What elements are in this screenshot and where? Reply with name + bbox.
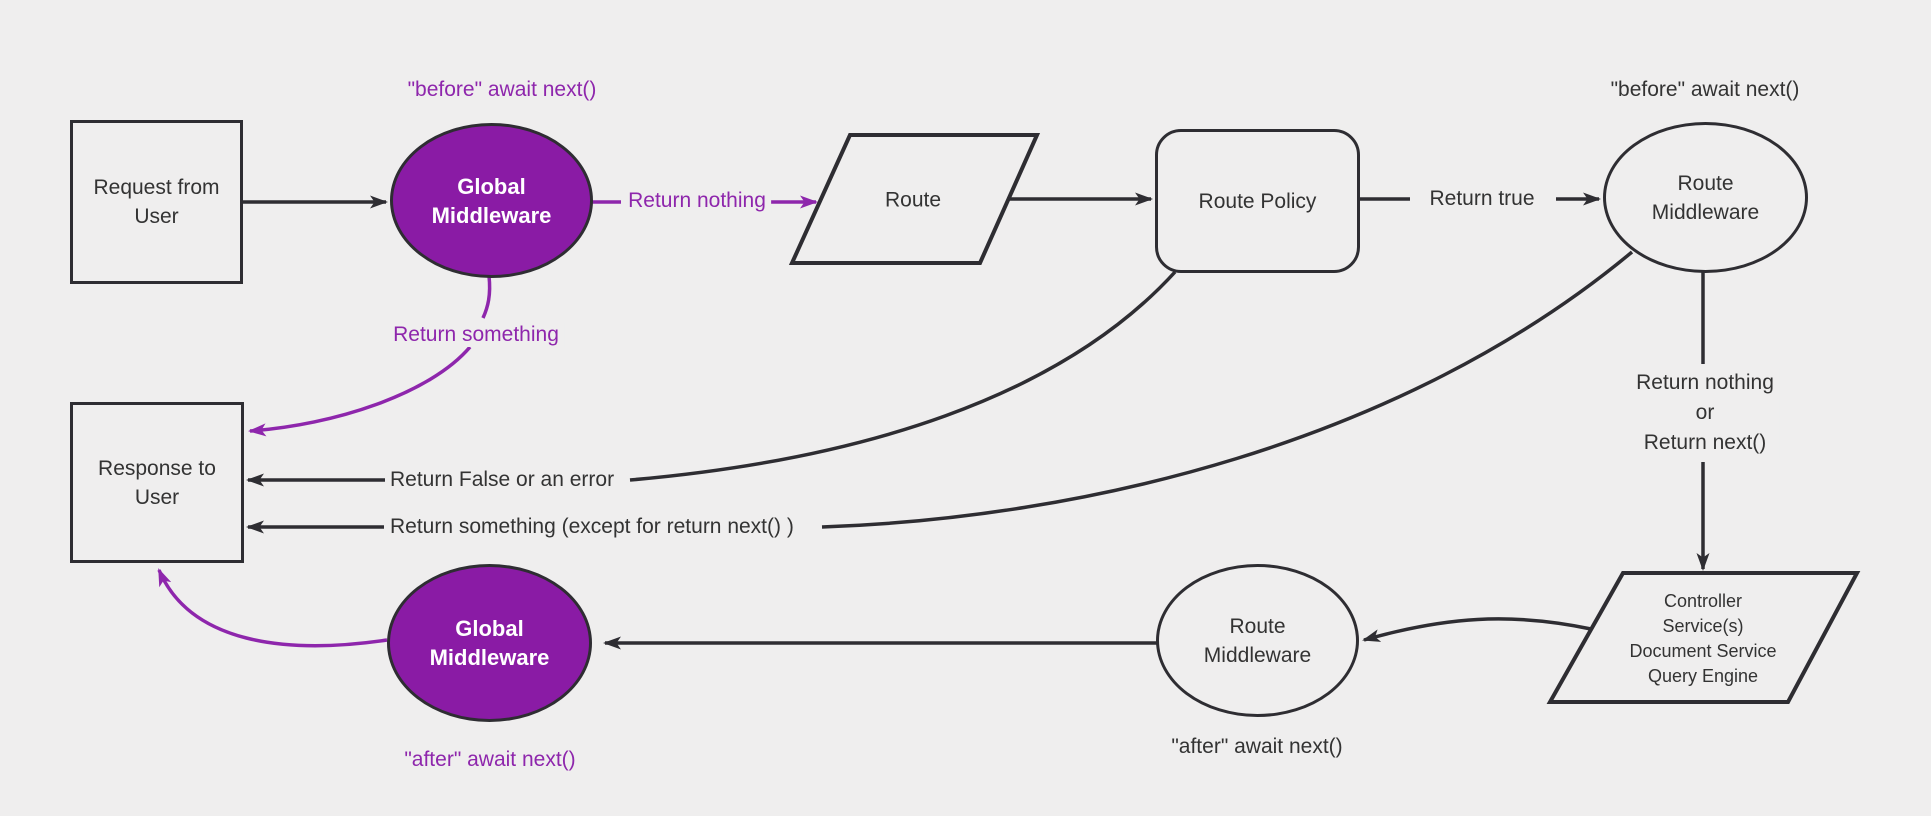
node-response-to-user: Response to User — [70, 402, 244, 563]
node-label: Middleware — [1651, 200, 1760, 224]
node-label: Global — [455, 616, 524, 641]
node-label: Route Policy — [1198, 189, 1317, 213]
edge-label-before-await-right: "before" await next() — [1605, 78, 1805, 102]
node-route-shape — [788, 133, 1041, 265]
edge-label-return-something-except: Return something (except for return next… — [385, 515, 799, 539]
node-route-policy: Route Policy — [1155, 129, 1360, 273]
node-label: Middleware — [431, 202, 552, 228]
edge-routemw-returnsomething-curve — [821, 250, 1634, 529]
edge-policy-returnfalse-curve — [629, 270, 1177, 482]
node-controller-label: Controller Service(s) Document Service Q… — [1629, 591, 1777, 686]
node-route-label: Route — [884, 188, 942, 212]
edge-controller-to-routemw-bottom — [1362, 617, 1592, 642]
edge-label-after-await-route: "after" await next() — [1166, 735, 1348, 759]
node-label: Response to — [98, 456, 216, 480]
node-route-middleware-top: Route Middleware — [1603, 122, 1808, 273]
node-label: Route — [1677, 171, 1734, 195]
edge-label-return-nothing-or: Return nothing or Return next() — [1631, 368, 1779, 458]
node-label: User — [134, 485, 180, 509]
edge-label-before-await-top: "before" await next() — [402, 78, 602, 102]
node-label: User — [134, 205, 179, 228]
node-global-middleware-top: Global Middleware — [390, 123, 593, 278]
edge-global-bottom-to-response — [157, 568, 388, 648]
node-controller-shape — [1546, 571, 1861, 704]
edge-label-return-something: Return something — [388, 323, 564, 347]
node-request-from-user: Request from User — [70, 120, 243, 284]
node-global-middleware-bottom: Global Middleware — [387, 564, 592, 722]
edge-label-return-true: Return true — [1424, 187, 1540, 211]
node-label: Request from — [93, 176, 220, 199]
edge-label-return-nothing: Return nothing — [623, 189, 771, 213]
edge-label-after-await-global: "after" await next() — [399, 748, 581, 772]
node-label: Middleware — [429, 645, 550, 670]
node-label: Route — [1229, 614, 1286, 638]
node-label: Global — [457, 173, 526, 199]
edge-global-returnsomething-upper — [481, 275, 492, 319]
edge-label-return-false: Return False or an error — [385, 468, 620, 492]
node-label: Middleware — [1203, 643, 1312, 667]
node-route-middleware-bottom: Route Middleware — [1156, 564, 1359, 717]
edge-returnsomething-to-response — [248, 345, 472, 437]
